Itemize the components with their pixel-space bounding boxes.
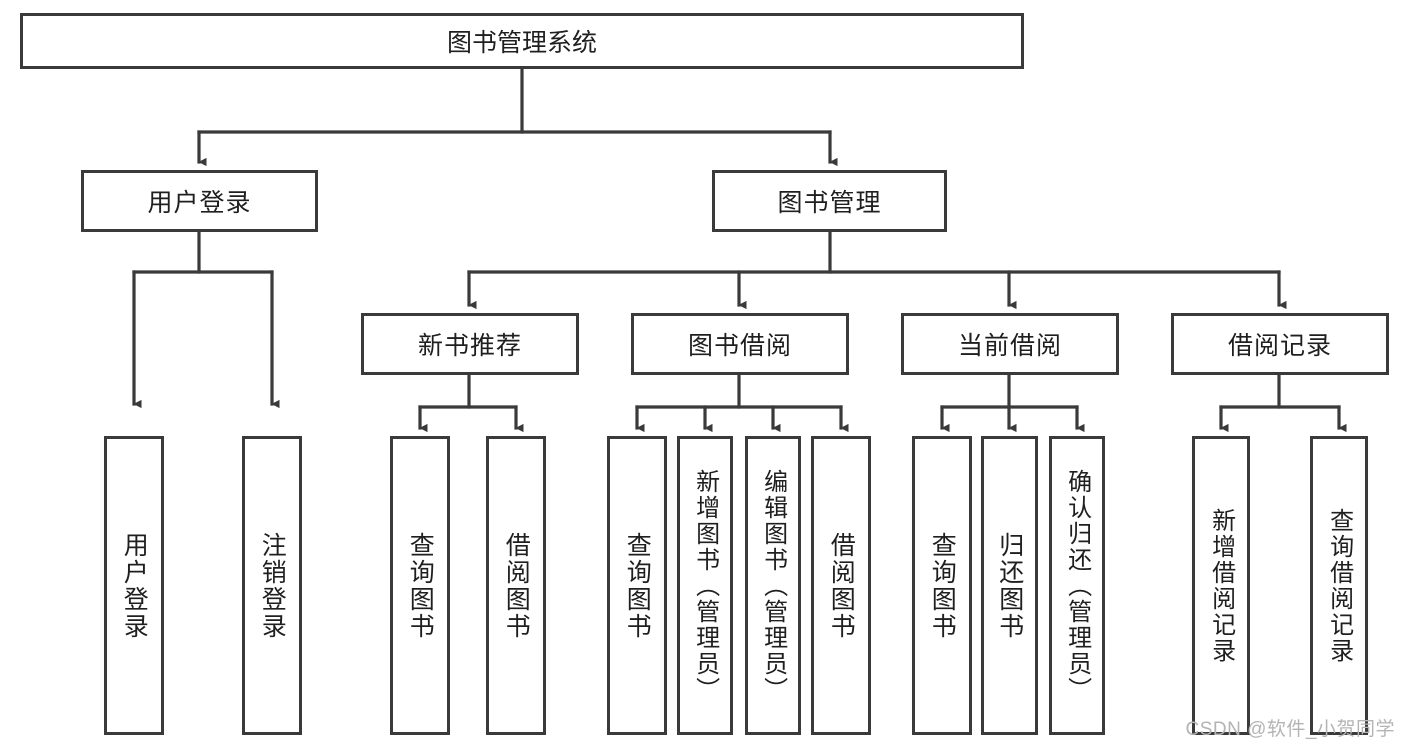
leaf-query-record[interactable]: 查询借阅记录 bbox=[1310, 436, 1368, 735]
node-current-borrow[interactable]: 当前借阅 bbox=[901, 313, 1119, 375]
node-user-login-label: 用户登录 bbox=[147, 189, 252, 217]
leaf-borrow-book-1[interactable]: 借阅图书 bbox=[486, 436, 546, 735]
node-current-borrow-label: 当前借阅 bbox=[957, 332, 1062, 360]
node-book-borrow-label: 图书借阅 bbox=[687, 332, 792, 360]
node-user-login[interactable]: 用户登录 bbox=[81, 170, 318, 232]
node-borrow-record[interactable]: 借阅记录 bbox=[1171, 313, 1389, 375]
node-new-book-recommend-label: 新书推荐 bbox=[417, 332, 522, 360]
leaf-return-book[interactable]: 归还图书 bbox=[981, 436, 1038, 735]
leaf-edit-book-label: 编辑图书（管理员） bbox=[759, 468, 787, 703]
leaf-query-book-3-label: 查询图书 bbox=[928, 531, 957, 640]
leaf-edit-book[interactable]: 编辑图书（管理员） bbox=[745, 436, 801, 735]
leaf-user-login-label: 用户登录 bbox=[120, 531, 149, 640]
node-new-book-recommend[interactable]: 新书推荐 bbox=[361, 313, 579, 375]
node-root-label: 图书管理系统 bbox=[446, 29, 597, 57]
leaf-add-book[interactable]: 新增图书（管理员） bbox=[677, 436, 733, 735]
node-borrow-record-label: 借阅记录 bbox=[1227, 332, 1332, 360]
leaf-user-logout[interactable]: 注销登录 bbox=[242, 436, 302, 735]
leaf-add-record[interactable]: 新增借阅记录 bbox=[1192, 436, 1250, 735]
leaf-borrow-book-2-label: 借阅图书 bbox=[827, 531, 856, 640]
leaf-query-book-2[interactable]: 查询图书 bbox=[607, 436, 667, 735]
leaf-user-login[interactable]: 用户登录 bbox=[104, 436, 164, 735]
node-book-manage[interactable]: 图书管理 bbox=[712, 170, 947, 232]
leaf-borrow-book-1-label: 借阅图书 bbox=[502, 531, 531, 640]
leaf-confirm-return-label: 确认归还（管理员） bbox=[1063, 468, 1091, 703]
leaf-user-logout-label: 注销登录 bbox=[258, 531, 287, 640]
leaf-query-record-label: 查询借阅记录 bbox=[1325, 507, 1353, 664]
leaf-add-book-label: 新增图书（管理员） bbox=[691, 468, 719, 703]
leaf-return-book-label: 归还图书 bbox=[995, 531, 1024, 640]
leaf-query-book-2-label: 查询图书 bbox=[623, 531, 652, 640]
node-book-manage-label: 图书管理 bbox=[777, 189, 882, 217]
leaf-add-record-label: 新增借阅记录 bbox=[1207, 507, 1235, 664]
node-book-borrow[interactable]: 图书借阅 bbox=[631, 313, 849, 375]
leaf-confirm-return[interactable]: 确认归还（管理员） bbox=[1049, 436, 1105, 735]
leaf-borrow-book-2[interactable]: 借阅图书 bbox=[811, 436, 871, 735]
node-root[interactable]: 图书管理系统 bbox=[20, 13, 1024, 69]
leaf-query-book-1[interactable]: 查询图书 bbox=[390, 436, 450, 735]
leaf-query-book-1-label: 查询图书 bbox=[406, 531, 435, 640]
leaf-query-book-3[interactable]: 查询图书 bbox=[912, 436, 972, 735]
